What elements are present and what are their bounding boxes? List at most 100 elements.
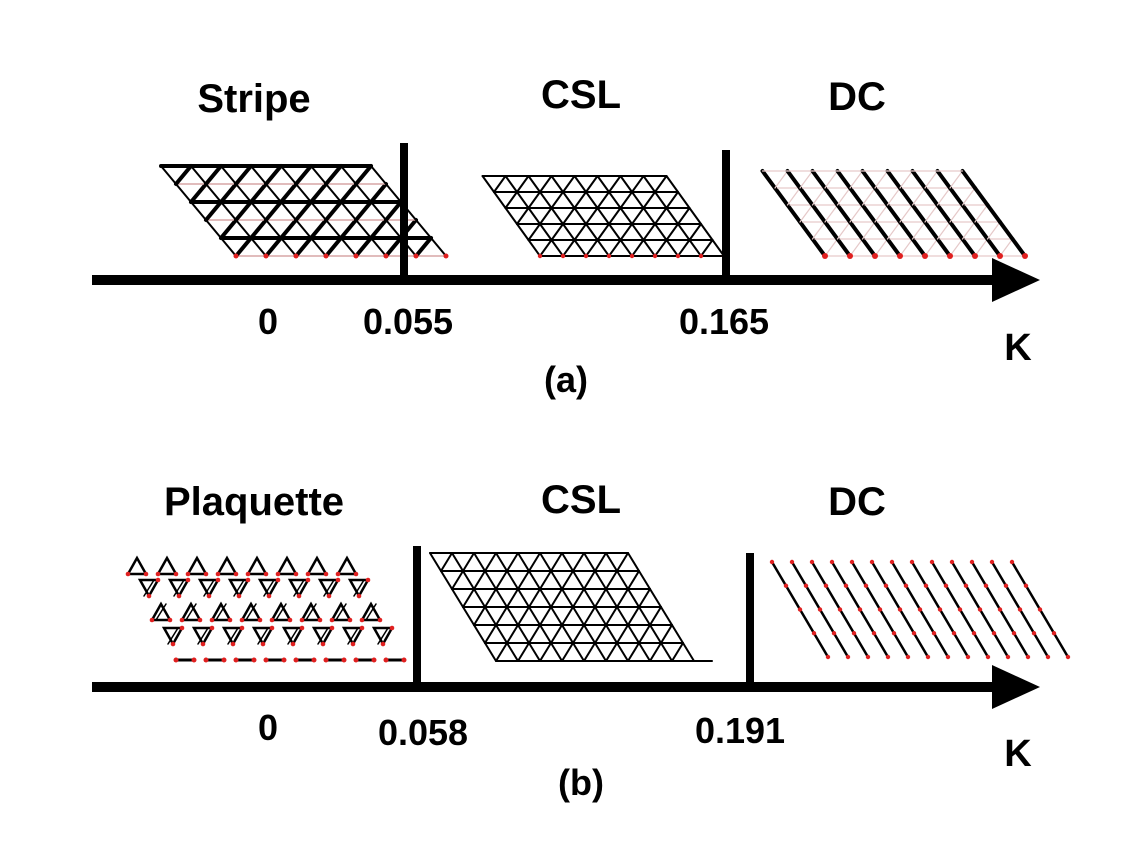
lattice-bond [528,606,541,626]
lattice-site [341,657,347,663]
lattice-site [817,607,823,612]
lattice-bond [949,238,964,257]
lattice-bond [174,164,193,186]
panel-a: Stripe CSL DC 0 0.055 0.165 K (a) [92,73,1040,400]
lattice-dc-b [769,559,1071,660]
lattice-bond [605,606,618,626]
lattice-site [380,641,386,647]
lattice-site [326,593,332,599]
lattice-bond [960,203,977,224]
lattice-bond [550,588,563,608]
lattice-bond [616,642,629,662]
lattice-bond [785,203,802,224]
lattice-bond [849,204,864,223]
lattice-site [877,607,883,612]
lattice-site [831,631,837,636]
lattice-bond [339,218,358,240]
lattice-bond [949,204,964,223]
lattice-bond [619,207,633,225]
lattice-site [221,657,227,663]
lattice-bond [473,552,486,572]
lattice-bond [414,236,433,258]
lattice-bond [835,203,852,224]
phase-label-csl-b: CSL [541,478,621,522]
lattice-site [173,571,179,577]
lattice-site [837,607,843,612]
lattice-bond [642,239,656,257]
lattice-bond [527,207,541,225]
lattice-site [236,593,242,599]
lattice-site [937,607,943,612]
lattice-site [359,617,365,623]
lattice-bond [415,219,432,239]
plaquette-triangle [371,626,395,647]
lattice-site [925,654,931,660]
lattice-bond [886,221,901,240]
lattice-bond [504,191,518,209]
lattice-bond [608,223,622,241]
lattice-bond [550,642,563,662]
lattice-site [353,657,359,663]
lattice-bond [550,223,564,241]
lattice-site [1037,607,1043,612]
plaquette-diagonal [323,579,335,597]
lattice-bond [671,642,684,662]
lattice-bond [528,642,541,662]
lattice-bond [451,552,464,572]
tick-label-a-1: 0.055 [363,301,453,342]
lattice-site [317,617,323,623]
lattice-bond [898,186,915,207]
lattice-bond [799,204,814,223]
lattice-site [293,571,299,577]
lattice-bond [234,200,253,222]
lattice-bond [550,239,564,257]
lattice-bond [585,207,599,225]
lattice-bond [264,236,283,258]
lattice-site [263,571,269,577]
lattice-site [209,617,215,623]
lattice-site [206,593,212,599]
lattice-bond [638,642,651,662]
lattice-site [356,593,362,599]
lattice-site [863,583,869,588]
phase-label-dc-b: DC [828,480,886,524]
lattice-bond [627,606,640,626]
lattice-site [972,253,978,259]
lattice-bond [340,201,357,221]
lattice-site [335,577,341,583]
lattice-bond [190,165,207,185]
tick-label-a-0: 0 [258,301,278,342]
lattice-bond [527,191,541,209]
lattice-site [185,577,191,583]
lattice-bond [605,552,618,572]
lattice-bond [619,239,633,257]
lattice-bond [961,187,976,206]
lattice-bond [561,552,574,572]
lattice-bond [506,552,519,572]
plaquette-triangle [179,601,203,622]
lattice-bond [642,175,656,193]
lattice-bond [824,238,839,257]
lattice-bond [638,570,651,590]
lattice-bond [370,165,387,185]
lattice-site [1065,654,1071,660]
lattice-bond [189,182,208,204]
lattice-bond [484,588,497,608]
lattice-site [209,625,215,631]
lattice-bond [986,221,1001,240]
lattice-site [245,571,251,577]
lattice-bond [309,218,328,240]
lattice-bond [935,203,952,224]
lattice-bond [923,186,940,207]
lattice-bond [677,207,691,225]
lattice-site [275,571,281,577]
lattice-bond [539,239,553,257]
lattice-site [606,253,612,259]
lattice-bond [527,223,541,241]
plaquette-diagonal [287,627,299,645]
lattice-site [1003,583,1009,588]
k-axis-arrowhead-b [992,665,1040,709]
lattice-site [179,625,185,631]
lattice-bond [484,606,497,626]
lattice-bond [562,191,576,209]
